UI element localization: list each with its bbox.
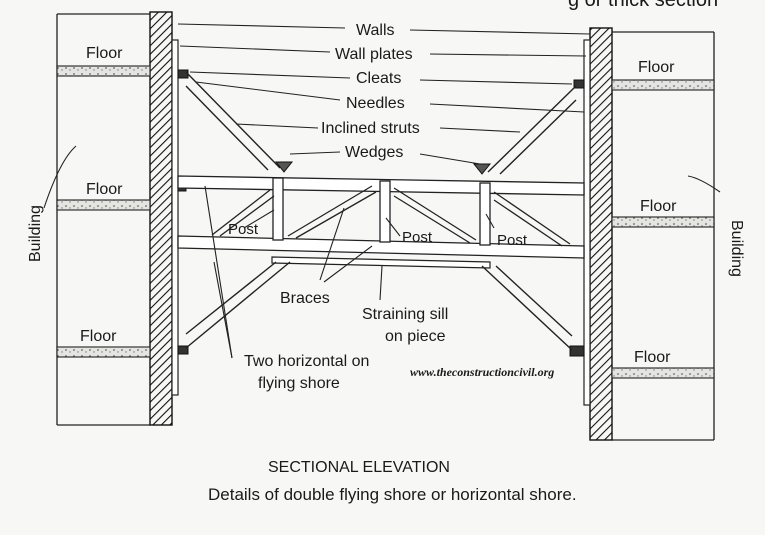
corner-text: g or thick section xyxy=(568,0,718,11)
label-braces: Braces xyxy=(280,290,330,307)
label-needles: Needles xyxy=(346,95,405,112)
label-building-right: Building xyxy=(728,220,745,277)
label-floor-right-1: Floor xyxy=(638,59,675,76)
label-building-left: Building xyxy=(27,205,44,262)
label-wall-plates: Wall plates xyxy=(335,46,413,63)
left-wall xyxy=(149,11,173,426)
label-post-middle: Post xyxy=(402,229,433,246)
label-floor-left-2: Floor xyxy=(86,181,123,198)
watermark-url: www.theconstructioncivil.org xyxy=(410,365,554,379)
caption-subtitle: Details of double flying shore or horizo… xyxy=(208,485,577,504)
posts xyxy=(272,177,491,246)
label-straining-sill-1: Straining sill xyxy=(362,306,448,323)
label-post-left: Post xyxy=(228,221,259,238)
label-two-horizontal-1: Two horizontal on xyxy=(244,353,369,370)
caption-title: SECTIONAL ELEVATION xyxy=(268,459,450,476)
right-wall xyxy=(589,27,613,441)
label-floor-left-1: Floor xyxy=(86,45,123,62)
label-wedges: Wedges xyxy=(345,144,403,161)
label-inclined-struts: Inclined struts xyxy=(321,120,420,137)
label-floor-right-3: Floor xyxy=(634,349,671,366)
label-floor-left-3: Floor xyxy=(80,328,117,345)
label-post-right: Post xyxy=(497,232,528,249)
braces xyxy=(211,185,571,247)
label-floor-right-2: Floor xyxy=(640,198,677,215)
label-straining-sill-2: on piece xyxy=(385,328,446,345)
leader-lines xyxy=(43,23,721,359)
label-cleats: Cleats xyxy=(356,70,401,87)
floor-slabs xyxy=(56,65,715,379)
inclined-struts xyxy=(185,71,577,351)
right-wall-plate xyxy=(583,39,591,406)
wedges xyxy=(274,161,492,175)
label-two-horizontal-2: flying shore xyxy=(258,375,340,392)
left-wall-plate xyxy=(171,39,179,396)
straining-sill xyxy=(271,256,491,269)
label-walls: Walls xyxy=(356,22,395,39)
right-building xyxy=(612,31,715,441)
lower-horizontal-shore xyxy=(177,235,585,259)
